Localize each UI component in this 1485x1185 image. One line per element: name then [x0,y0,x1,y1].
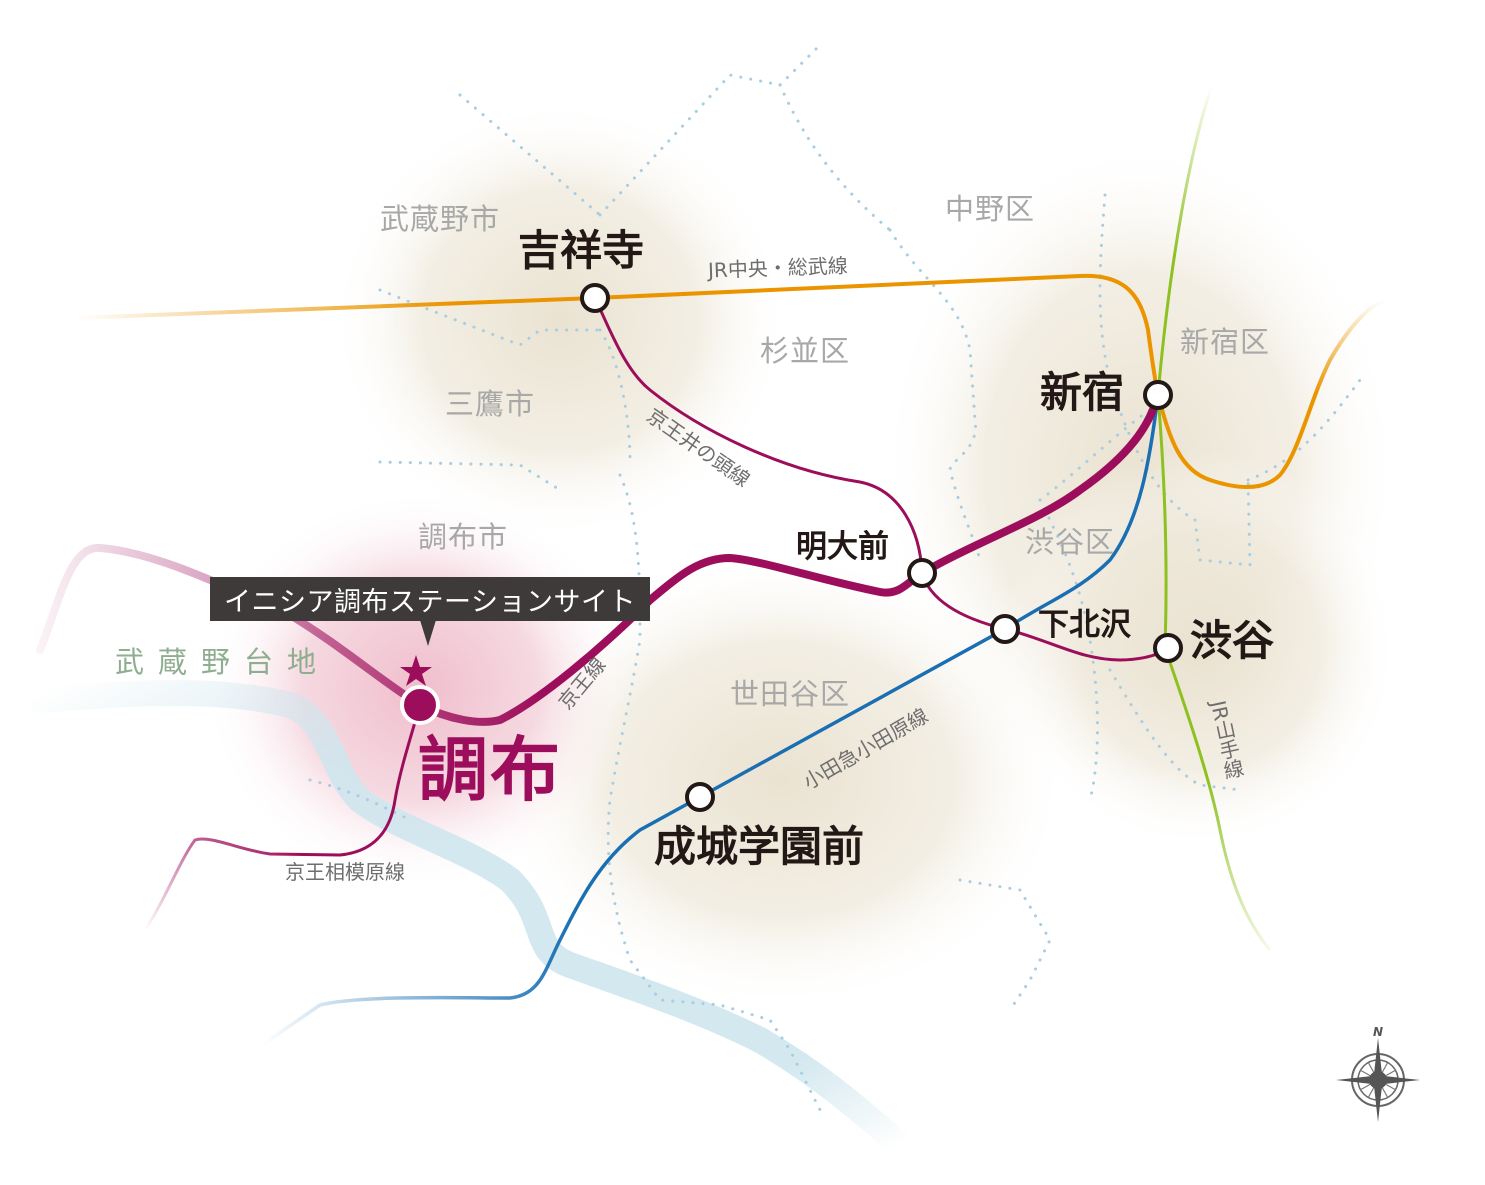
river [27,680,913,1158]
ward-label-setagaya: 世田谷区 [730,677,851,711]
station-label-kichijoji[interactable]: 吉祥寺 [518,226,645,275]
star-icon [400,655,432,686]
line-label-keio-sagamihara: 京王相模原線 [285,860,405,884]
station-markers [580,283,1183,812]
station-label-seijogakuenmae[interactable]: 成城学園前 [654,822,865,871]
ward-label-shibuya: 渋谷区 [1025,525,1116,559]
station-marker-meidaimae[interactable] [907,558,937,588]
property-callout[interactable]: イニシア調布ステーションサイト [210,577,650,621]
jr-chuo-line-east [1156,298,1386,489]
line-label-jr-chuo: JR中央・総武線 [707,253,849,283]
compass-north-label: N [1373,1025,1384,1039]
keio-inokashira-line [593,297,1169,662]
station-marker-shimokitazawa[interactable] [990,614,1020,644]
jr-chuo-line [74,273,1160,396]
callout-pointer [420,620,436,646]
station-label-meidaimae[interactable]: 明大前 [796,529,889,565]
property-name: イニシア調布ステーションサイト [224,586,636,618]
station-marker-shinjuku[interactable] [1143,380,1173,410]
station-label-shimokitazawa[interactable]: 下北沢 [1038,607,1131,643]
station-marker-kichijoji[interactable] [580,283,610,313]
ward-label-shinjuku: 新宿区 [1180,325,1271,359]
keio-line [36,391,1162,726]
ward-label-suginami: 杉並区 [760,334,851,368]
station-marker-shibuya[interactable] [1153,633,1183,663]
plateau-label: 武蔵野台地 [115,645,331,679]
jr-yamanote-line [1156,84,1272,951]
station-label-shibuya[interactable]: 渋谷 [1190,616,1275,665]
keio-sagamihara-line [143,704,422,931]
station-label-chofu[interactable]: 調布 [418,729,562,811]
ward-label-musashino: 武蔵野市 [380,202,501,236]
ward-label-nakano: 中野区 [945,192,1036,226]
ward-label-mitaka: 三鷹市 [445,387,536,421]
station-label-shinjuku[interactable]: 新宿 [1040,368,1125,417]
station-marker-chofu[interactable] [400,685,440,725]
odakyu-line [261,394,1160,1047]
compass-rose-icon [1336,1038,1420,1122]
ward-label-chofu: 調布市 [418,520,509,554]
station-marker-seijogakuenmae[interactable] [685,782,715,812]
